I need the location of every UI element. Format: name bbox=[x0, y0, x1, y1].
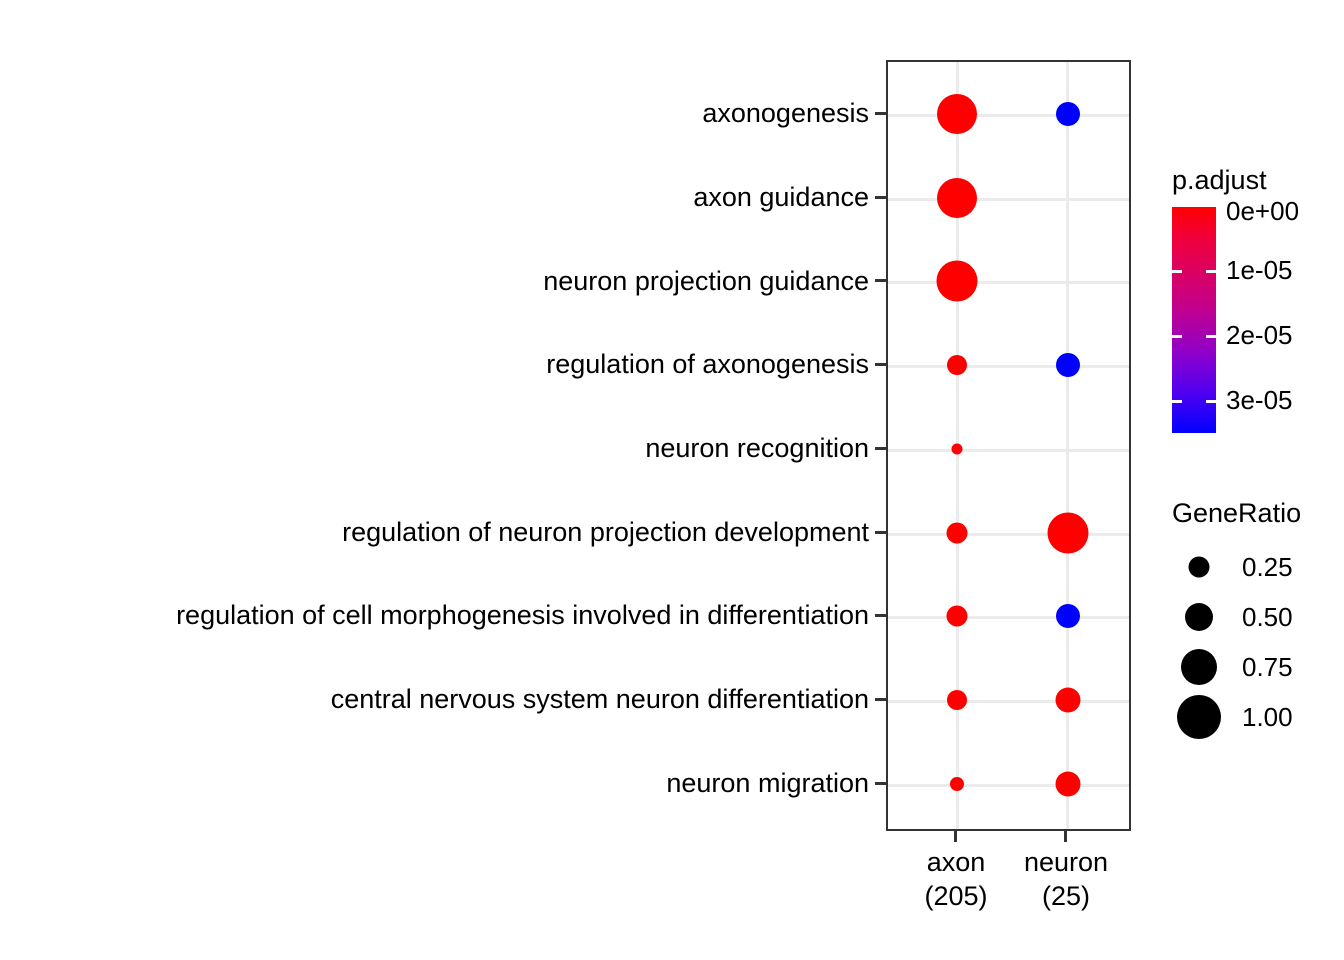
y-axis-label: axon guidance bbox=[693, 182, 869, 212]
data-point[interactable] bbox=[937, 178, 977, 218]
gridline-horizontal bbox=[888, 533, 1129, 536]
size-legend-key bbox=[1172, 642, 1226, 692]
data-point[interactable] bbox=[1056, 604, 1080, 628]
size-legend-label: 0.50 bbox=[1242, 602, 1293, 632]
colorbar-label: 2e-05 bbox=[1226, 320, 1293, 350]
color-legend-body: 0e+00 1e-05 2e-05 3e-05 bbox=[1172, 197, 1338, 433]
y-axis-tick bbox=[875, 279, 886, 282]
colorbar-tick bbox=[1206, 335, 1216, 338]
y-axis-label: neuron projection guidance bbox=[543, 266, 869, 296]
colorbar-label: 3e-05 bbox=[1226, 385, 1293, 415]
y-axis-label: regulation of cell morphogenesis involve… bbox=[176, 600, 869, 630]
colorbar-tick bbox=[1172, 400, 1182, 403]
size-legend: GeneRatio 0.25 0.50 0.75 bbox=[1172, 498, 1344, 742]
size-legend-dot bbox=[1188, 556, 1210, 578]
size-legend-key bbox=[1172, 542, 1226, 592]
data-point[interactable] bbox=[951, 443, 963, 455]
colorbar-label: 1e-05 bbox=[1226, 255, 1293, 285]
size-legend-row: 0.50 bbox=[1172, 592, 1344, 642]
data-point[interactable] bbox=[947, 355, 967, 375]
y-axis-label: regulation of neuron projection developm… bbox=[342, 517, 869, 547]
y-axis-tick bbox=[875, 112, 886, 115]
color-legend: p.adjust 0e+00 1e-05 2e-05 3e-05 bbox=[1172, 165, 1344, 433]
size-legend-row: 0.75 bbox=[1172, 642, 1344, 692]
colorbar-label: 0e+00 bbox=[1226, 196, 1300, 226]
size-legend-dot bbox=[1181, 649, 1217, 685]
x-axis-tick bbox=[954, 831, 957, 842]
data-point[interactable] bbox=[937, 94, 977, 134]
x-axis-label-axon: axon (205) bbox=[924, 845, 987, 913]
colorbar-tick bbox=[1172, 335, 1182, 338]
size-legend-dot bbox=[1177, 695, 1221, 739]
y-axis-tick bbox=[875, 782, 886, 785]
gridline-horizontal bbox=[888, 700, 1129, 703]
x-axis-label-neuron: neuron (25) bbox=[1024, 845, 1108, 913]
colorbar-tick bbox=[1206, 400, 1216, 403]
gridline-horizontal bbox=[888, 365, 1129, 368]
y-axis-tick bbox=[875, 363, 886, 366]
gridline-horizontal bbox=[888, 784, 1129, 787]
gridline-vertical bbox=[1066, 62, 1069, 829]
y-axis-tick bbox=[875, 698, 886, 701]
gridline-horizontal bbox=[888, 198, 1129, 201]
x-axis-label-count: (205) bbox=[924, 881, 988, 911]
gridline-horizontal bbox=[888, 281, 1129, 284]
size-legend-key bbox=[1172, 592, 1226, 642]
y-axis-label: regulation of axonogenesis bbox=[546, 349, 869, 379]
data-point[interactable] bbox=[946, 522, 968, 544]
y-axis-label: neuron recognition bbox=[645, 433, 869, 463]
data-point[interactable] bbox=[936, 260, 978, 302]
size-legend-dot bbox=[1185, 603, 1213, 631]
data-point[interactable] bbox=[1055, 771, 1081, 797]
size-legend-row: 0.25 bbox=[1172, 542, 1344, 592]
y-axis-tick bbox=[875, 614, 886, 617]
size-legend-label: 0.75 bbox=[1242, 652, 1293, 682]
y-axis-tick bbox=[875, 531, 886, 534]
y-axis-tick bbox=[875, 447, 886, 450]
y-axis-label-group: axonogenesis axon guidance neuron projec… bbox=[176, 98, 869, 798]
color-legend-title: p.adjust bbox=[1172, 165, 1267, 195]
x-axis-label-name: neuron bbox=[1023, 847, 1109, 877]
colorbar-tick bbox=[1206, 270, 1216, 273]
x-axis-label-count: (25) bbox=[1041, 881, 1091, 911]
data-point[interactable] bbox=[950, 777, 964, 791]
y-axis-tick bbox=[875, 196, 886, 199]
plot-panel bbox=[886, 60, 1131, 831]
size-legend-title: GeneRatio bbox=[1172, 498, 1302, 528]
gridline-horizontal bbox=[888, 114, 1129, 117]
y-axis-label: neuron migration bbox=[666, 768, 869, 798]
colorbar-tick bbox=[1172, 270, 1182, 273]
x-axis-tick bbox=[1064, 831, 1067, 842]
x-axis-label-name: axon bbox=[926, 847, 986, 877]
data-point[interactable] bbox=[1056, 353, 1080, 377]
data-point[interactable] bbox=[946, 605, 968, 627]
size-legend-label: 1.00 bbox=[1242, 702, 1293, 732]
data-point[interactable] bbox=[1055, 687, 1081, 713]
size-legend-row: 1.00 bbox=[1172, 692, 1344, 742]
y-axis-label: central nervous system neuron differenti… bbox=[330, 684, 869, 714]
data-point[interactable] bbox=[947, 690, 967, 710]
gridline-horizontal bbox=[888, 449, 1129, 452]
y-axis-label: axonogenesis bbox=[702, 98, 869, 128]
size-legend-label: 0.25 bbox=[1242, 552, 1293, 582]
data-point[interactable] bbox=[1056, 102, 1080, 126]
size-legend-body: 0.25 0.50 0.75 1.00 bbox=[1172, 542, 1344, 742]
data-point[interactable] bbox=[1047, 512, 1089, 554]
colorbar-gradient bbox=[1172, 207, 1216, 433]
gridline-horizontal bbox=[888, 616, 1129, 619]
size-legend-key bbox=[1172, 692, 1226, 742]
